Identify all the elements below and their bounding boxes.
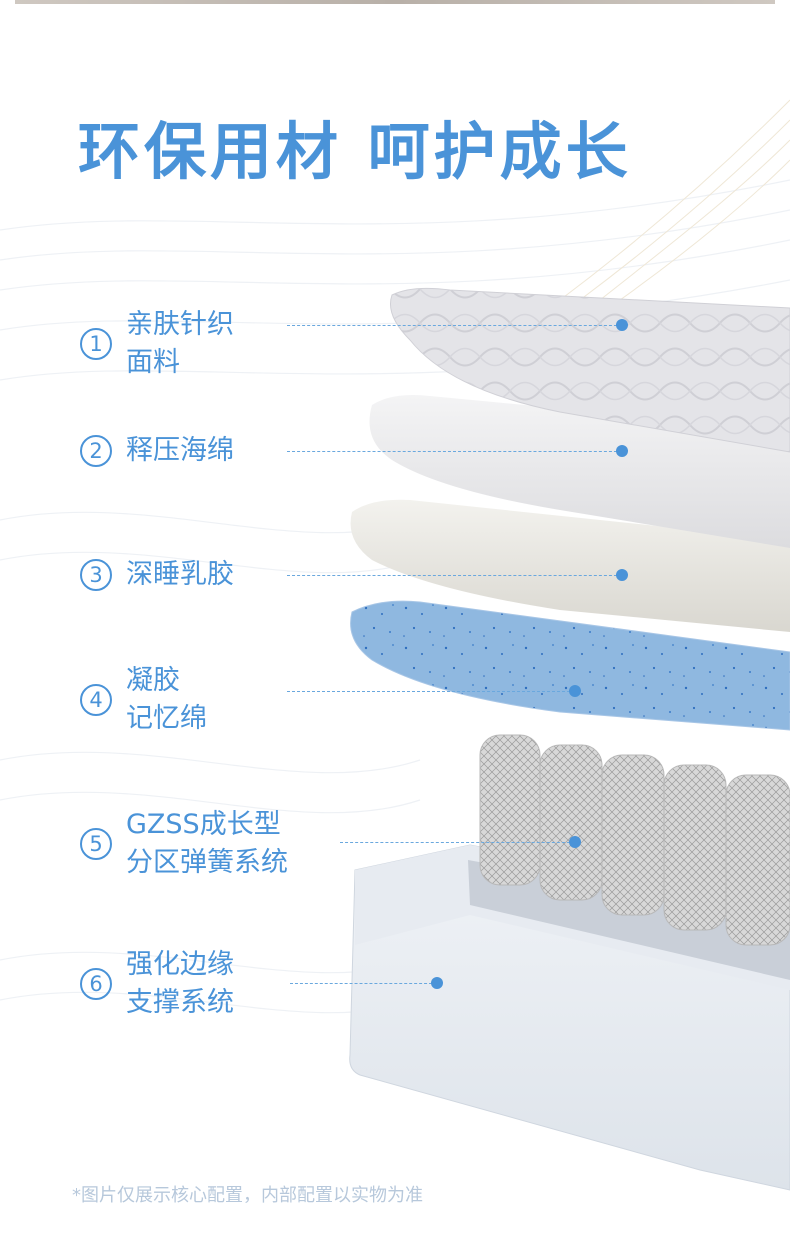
leader-line-6 [290, 983, 437, 984]
feature-number-badge: 5 [80, 828, 112, 860]
feature-pressure-foam: 2 释压海绵 [80, 432, 234, 470]
marker-dot-6 [431, 977, 443, 989]
feature-edge-support: 6 强化边缘 支撑系统 [80, 946, 234, 1022]
feature-number-badge: 4 [80, 684, 112, 716]
leader-line-4 [287, 691, 575, 692]
feature-label: 深睡乳胶 [126, 559, 234, 590]
feature-number-badge: 1 [80, 328, 112, 360]
feature-label: 亲肤针织 面料 [126, 309, 234, 378]
feature-label: 强化边缘 支撑系统 [126, 949, 234, 1018]
page-title: 环保用材 呵护成长 [78, 115, 632, 188]
marker-dot-2 [616, 445, 628, 457]
pocket-springs [479, 734, 790, 946]
leader-line-3 [287, 575, 622, 576]
feature-pocket-springs: 5 GZSS成长型 分区弹簧系统 [80, 806, 288, 882]
top-strip [15, 0, 775, 4]
feature-knit-fabric: 1 亲肤针织 面料 [80, 306, 234, 382]
gel-memory-foam-layer [350, 600, 790, 731]
feature-gel-memory-foam: 4 凝胶 记忆绵 [80, 662, 207, 738]
marker-dot-1 [616, 319, 628, 331]
disclaimer-note: *图片仅展示核心配置，内部配置以实物为准 [72, 1185, 423, 1206]
leader-line-1 [287, 325, 622, 326]
latex-layer [350, 499, 790, 632]
feature-label: GZSS成长型 分区弹簧系统 [126, 809, 288, 878]
leader-line-2 [287, 451, 622, 452]
feature-label: 凝胶 记忆绵 [126, 665, 207, 734]
leader-line-5 [340, 842, 575, 843]
feature-latex: 3 深睡乳胶 [80, 556, 234, 594]
marker-dot-3 [616, 569, 628, 581]
marker-dot-4 [569, 685, 581, 697]
feature-label: 释压海绵 [126, 435, 234, 466]
marker-dot-5 [569, 836, 581, 848]
knit-fabric-layer [390, 287, 790, 453]
feature-number-badge: 2 [80, 435, 112, 467]
feature-number-badge: 6 [80, 968, 112, 1000]
feature-number-badge: 3 [80, 559, 112, 591]
